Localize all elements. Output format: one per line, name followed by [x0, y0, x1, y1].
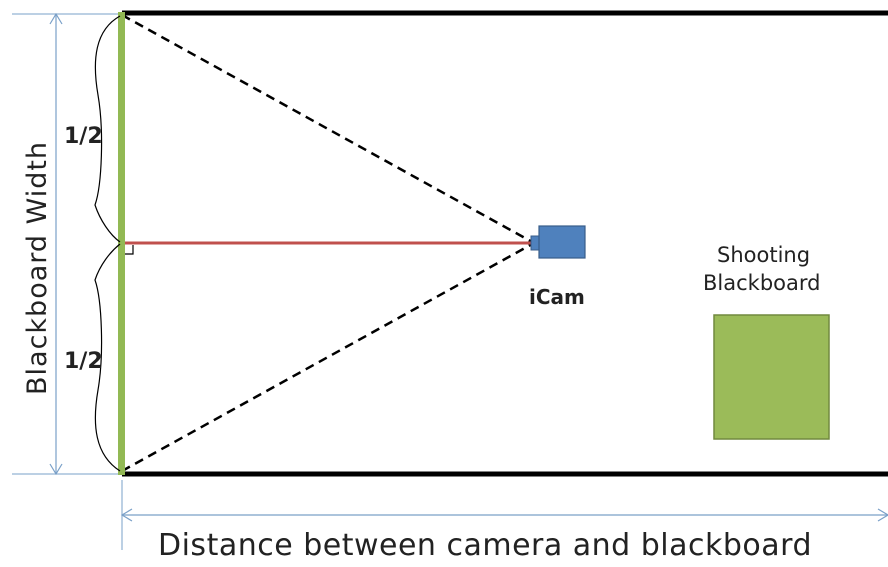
shooting-label-line1: Shooting: [717, 243, 811, 267]
brace-bottom: [94, 243, 121, 472]
blackboard-wall: [118, 12, 125, 475]
blackboard-width-label: Blackboard Width: [22, 140, 53, 395]
shooting-label-line2: Blackboard: [703, 271, 821, 295]
fov-top-line: [121, 13, 535, 245]
fov-bottom-line: [121, 241, 535, 473]
camera-label: iCam: [529, 285, 585, 309]
half-bottom-label: 1/2: [64, 349, 103, 374]
shooting-blackboard: [713, 314, 830, 440]
right-angle-marker: [124, 245, 134, 255]
camera-icon: [530, 225, 586, 259]
distance-arrow-right: [877, 508, 888, 522]
distance-label: Distance between camera and blackboard: [158, 528, 813, 563]
brace-top: [94, 15, 121, 243]
half-top-label: 1/2: [64, 124, 103, 149]
distance-arrow-left: [120, 508, 133, 522]
